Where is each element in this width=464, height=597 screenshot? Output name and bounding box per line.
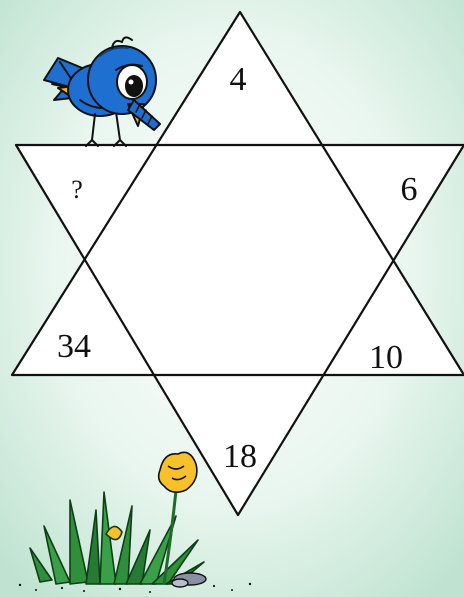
number-lower-right: 10 [369,339,403,376]
number-upper-right: 6 [401,171,418,208]
number-lower-left: 34 [57,328,91,365]
number-upper-left: ? [71,175,83,204]
number-top: 4 [230,61,247,98]
number-bottom: 18 [223,438,257,475]
